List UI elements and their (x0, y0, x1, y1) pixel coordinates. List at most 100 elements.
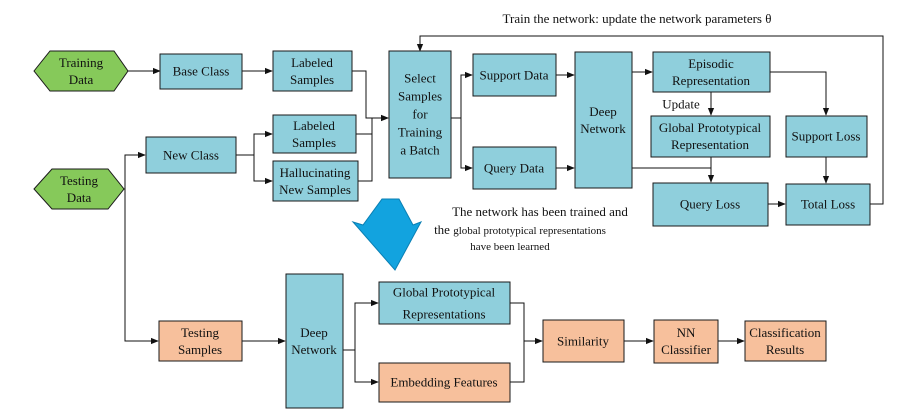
label-line: Samples (290, 72, 334, 87)
label-line: Support Loss (792, 129, 861, 144)
down-arrow-icon (351, 198, 423, 271)
new-class-label: New Class (163, 148, 219, 163)
similarity-box: Similarity (542, 319, 625, 363)
edge-deepnet-to-global2 (343, 299, 379, 351)
label-line: Total Loss (801, 197, 855, 212)
label-line: Classifier (661, 342, 711, 357)
edge-episodic-to-supportloss (770, 71, 830, 116)
label-line: Training (59, 55, 104, 70)
label-line: a Batch (400, 143, 440, 158)
query-loss-label: Query Loss (680, 197, 740, 212)
edge-labeled2-to-select (356, 114, 389, 135)
label-line: Base Class (173, 64, 230, 79)
label-line: Deep (589, 104, 616, 119)
trained-note-line-3: have been learned (470, 241, 550, 253)
edge-testing-to-testsamples (124, 189, 159, 345)
label-line: Samples (292, 135, 336, 150)
support-data-label: Support Data (480, 68, 549, 83)
label-line: Global Prototypical (659, 120, 762, 135)
label-line: Samples (178, 342, 222, 357)
edge-global2-to-similarity (510, 302, 525, 341)
label-line: Data (67, 190, 92, 205)
nn-classifier-label: NN Classifier (661, 325, 711, 357)
label-line: Representation (671, 137, 749, 152)
label-line: Representation (672, 73, 750, 88)
query-data-label: Query Data (484, 161, 545, 176)
edge-halluc-to-select (358, 134, 373, 182)
similarity-label: Similarity (557, 334, 610, 349)
edge-select-to-support (451, 71, 473, 119)
embedding-label: Embedding Features (390, 375, 497, 390)
new-class-box: New Class (145, 136, 237, 174)
label-line: Embedding Features (390, 375, 497, 390)
label-line: Query Loss (680, 197, 740, 212)
query-loss-box: Query Loss (652, 182, 769, 227)
total-loss-label: Total Loss (801, 197, 855, 212)
edge-deepnet-to-embedding (354, 350, 379, 386)
label-line: Update (662, 97, 700, 112)
label-line: Results (766, 342, 804, 357)
edge-newclass-to-labeled2 (236, 130, 273, 156)
label-line: Network (291, 342, 337, 357)
label-line: New Class (163, 148, 219, 163)
trained-note-line-2: the global prototypical representations (434, 222, 606, 237)
query-data-box: Query Data (472, 146, 557, 190)
label-line: for (412, 107, 428, 122)
label-line: Hallucinating (280, 165, 351, 180)
top-caption: Train the network: update the network pa… (503, 11, 772, 26)
support-loss-label: Support Loss (792, 129, 861, 144)
label-line: Data (69, 72, 94, 87)
label-line: New Samples (279, 182, 351, 197)
edge-embedding-to-similarity (510, 341, 525, 383)
label-line: Testing (60, 173, 99, 188)
label-line: Training (398, 125, 443, 140)
edge-newclass-to-halluc (253, 155, 273, 185)
label-line: Testing (181, 325, 220, 340)
embedding-box: Embedding Features (378, 362, 511, 403)
nn-classifier-box: NN Classifier (653, 319, 719, 364)
label-line: Samples (398, 89, 442, 104)
support-data-box: Support Data (472, 53, 557, 97)
label-line: Similarity (557, 334, 610, 349)
label-line: NN (677, 325, 696, 340)
label-line: Query Data (484, 161, 545, 176)
label-line: Global Prototypical (393, 285, 496, 300)
label-line: Deep (300, 325, 327, 340)
base-class-box: Base Class (159, 53, 243, 90)
label-line: Select (404, 71, 436, 86)
edge-select-to-query (460, 118, 473, 172)
trained-note: The network has been trained and the glo… (434, 204, 628, 253)
label-line: Episodic (688, 56, 734, 71)
edge-feedback-loop (416, 35, 884, 205)
connectors (105, 35, 884, 386)
label-line: Labeled (291, 55, 333, 70)
trained-note-line-1: The network has been trained and (452, 204, 628, 219)
total-loss-box: Total Loss (785, 183, 871, 226)
